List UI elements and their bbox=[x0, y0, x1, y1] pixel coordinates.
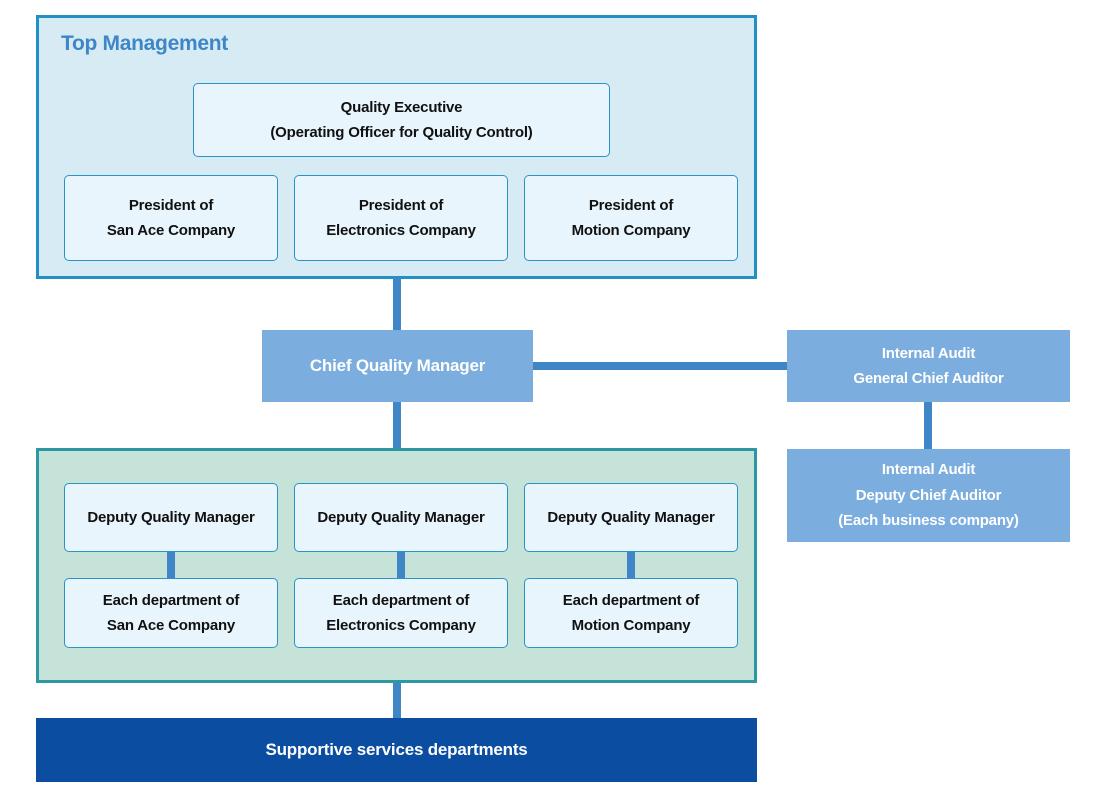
president-electronics-box: President of Electronics Company bbox=[294, 175, 508, 261]
internal-audit-general-line2: General Chief Auditor bbox=[853, 370, 1004, 387]
connector-cqm-to-internal-audit bbox=[533, 362, 787, 370]
internal-audit-general-line1: Internal Audit bbox=[881, 344, 976, 362]
department-motion-line2: Motion Company bbox=[571, 617, 691, 634]
supportive-services-label: Supportive services departments bbox=[265, 740, 528, 759]
business-companies-container: Deputy Quality Manager Deputy Quality Ma… bbox=[36, 448, 757, 683]
internal-audit-deputy-box: Internal Audit Deputy Chief Auditor (Eac… bbox=[787, 449, 1070, 542]
quality-executive-line2: (Operating Officer for Quality Control) bbox=[270, 124, 533, 141]
chief-quality-manager-label: Chief Quality Manager bbox=[309, 355, 486, 375]
internal-audit-deputy-line1: Internal Audit bbox=[881, 461, 976, 479]
deputy-quality-manager-san-ace-label: Deputy Quality Manager bbox=[87, 508, 255, 526]
supportive-services-bar: Supportive services departments bbox=[36, 718, 757, 782]
quality-executive-box: Quality Executive (Operating Officer for… bbox=[193, 83, 610, 157]
connector-companies-to-supportive bbox=[393, 681, 401, 718]
department-san-ace-line2: San Ace Company bbox=[106, 617, 236, 634]
connector-deputy-to-dept-san-ace bbox=[167, 552, 175, 578]
deputy-quality-manager-motion-label: Deputy Quality Manager bbox=[547, 508, 715, 526]
deputy-quality-manager-motion-box: Deputy Quality Manager bbox=[524, 483, 738, 552]
department-electronics-line1: Each department of bbox=[332, 591, 470, 609]
top-management-title: Top Management bbox=[61, 32, 228, 55]
internal-audit-deputy-line3: (Each business company) bbox=[838, 512, 1019, 530]
department-motion-line1: Each department of bbox=[562, 591, 700, 609]
quality-executive-line1: Quality Executive bbox=[340, 98, 463, 116]
department-electronics-box: Each department of Electronics Company bbox=[294, 578, 508, 648]
department-san-ace-box: Each department of San Ace Company bbox=[64, 578, 278, 648]
department-electronics-line2: Electronics Company bbox=[326, 617, 476, 634]
connector-topmanagement-to-cqm bbox=[393, 277, 401, 330]
department-motion-box: Each department of Motion Company bbox=[524, 578, 738, 648]
president-san-ace-line2: San Ace Company bbox=[106, 222, 236, 239]
president-san-ace-box: President of San Ace Company bbox=[64, 175, 278, 261]
president-motion-line2: Motion Company bbox=[571, 222, 691, 239]
deputy-quality-manager-electronics-label: Deputy Quality Manager bbox=[317, 508, 485, 526]
deputy-quality-manager-san-ace-box: Deputy Quality Manager bbox=[64, 483, 278, 552]
connector-internal-audit-general-to-deputy bbox=[924, 402, 932, 449]
internal-audit-general-box: Internal Audit General Chief Auditor bbox=[787, 330, 1070, 402]
president-electronics-line2: Electronics Company bbox=[326, 222, 476, 239]
president-motion-box: President of Motion Company bbox=[524, 175, 738, 261]
connector-deputy-to-dept-motion bbox=[627, 552, 635, 578]
connector-deputy-to-dept-electronics bbox=[397, 552, 405, 578]
internal-audit-deputy-line2: Deputy Chief Auditor bbox=[855, 486, 1002, 504]
president-electronics-line1: President of bbox=[358, 196, 444, 214]
president-san-ace-line1: President of bbox=[128, 196, 214, 214]
connector-cqm-to-companies bbox=[393, 402, 401, 449]
deputy-quality-manager-electronics-box: Deputy Quality Manager bbox=[294, 483, 508, 552]
top-management-container: Top Management Quality Executive (Operat… bbox=[36, 15, 757, 279]
president-motion-line1: President of bbox=[588, 196, 674, 214]
department-san-ace-line1: Each department of bbox=[102, 591, 240, 609]
chief-quality-manager-box: Chief Quality Manager bbox=[262, 330, 533, 402]
